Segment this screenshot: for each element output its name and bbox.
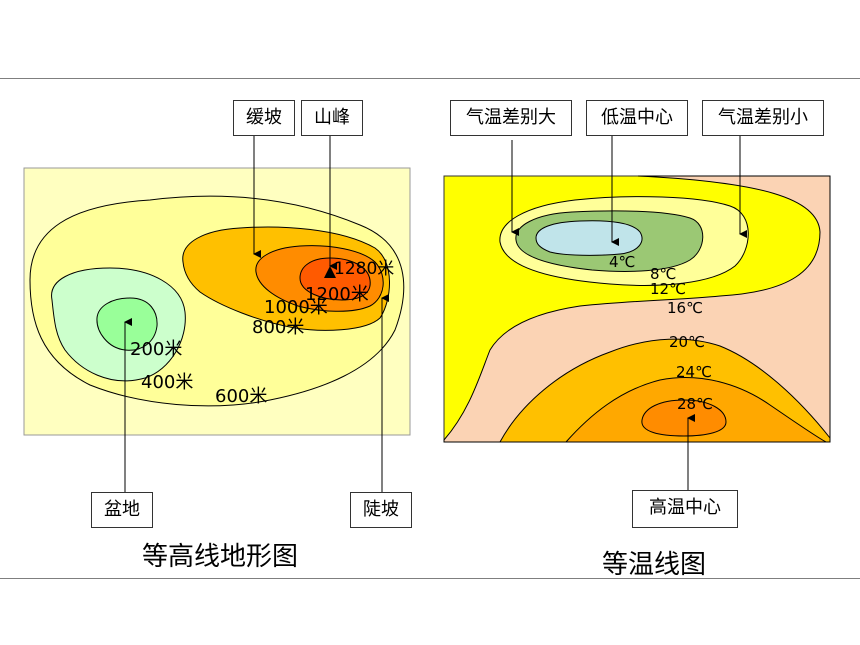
- high-center-callout: 高温中心: [632, 490, 738, 528]
- temp-label-4: 4℃: [609, 253, 636, 271]
- elevation-label-1000: 1000米: [264, 297, 328, 318]
- elevation-label-600: 600米: [215, 386, 268, 407]
- steep-slope-callout: 陡坡: [350, 492, 412, 528]
- bottom-divider: [0, 578, 860, 579]
- temp-label-16: 16℃: [667, 299, 703, 317]
- elevation-label-800: 800米: [252, 317, 305, 338]
- gentle-slope-callout: 缓坡: [233, 100, 295, 136]
- small-difference-callout: 气温差别小: [702, 100, 824, 136]
- temp-label-20: 20℃: [669, 333, 705, 351]
- contour-map-title: 等高线地形图: [142, 542, 299, 572]
- elevation-label-400: 400米: [141, 372, 194, 393]
- peak-callout: 山峰: [301, 100, 363, 136]
- elevation-label-1200: 1200米: [305, 284, 369, 305]
- isotherm-map-title: 等温线图: [602, 550, 707, 580]
- temp-label-28: 28℃: [677, 395, 713, 413]
- contour-map: [23, 136, 411, 492]
- low-center-callout: 低温中心: [586, 100, 688, 136]
- elevation-label-1280: 1280米: [334, 259, 395, 279]
- isotherm-map: [443, 136, 831, 490]
- temp-label-12: 12℃: [650, 280, 686, 298]
- contour-1200: [299, 257, 371, 301]
- peak-marker: [324, 266, 336, 278]
- temp-label-8: 8℃: [650, 265, 677, 283]
- basin-callout: 盆地: [91, 492, 153, 528]
- temp-label-24: 24℃: [676, 363, 712, 381]
- isotherm-4: [535, 220, 643, 256]
- large-difference-callout: 气温差别大: [450, 100, 572, 136]
- elevation-label-200: 200米: [130, 339, 183, 360]
- top-divider: [0, 78, 860, 79]
- isotherm-28: [641, 399, 727, 437]
